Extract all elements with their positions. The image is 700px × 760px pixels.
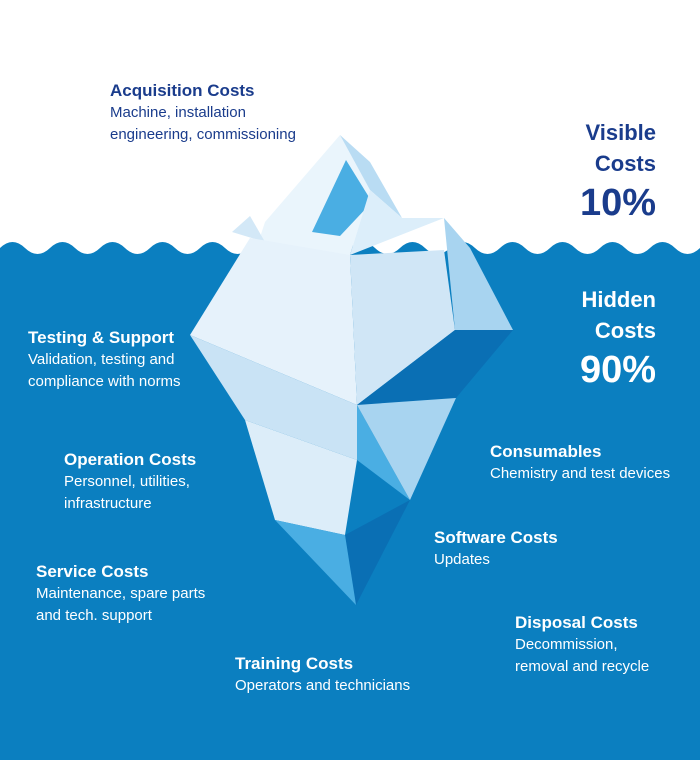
disposal-costs-desc-1: Decommission,	[515, 636, 618, 653]
visible-costs-percent: 10%	[579, 182, 656, 224]
software-costs-label: Software Costs Updates	[434, 527, 558, 571]
operation-costs-desc-2: infrastructure	[64, 495, 152, 512]
hidden-costs-line1: Hidden	[581, 287, 656, 312]
service-costs-title: Service Costs	[36, 562, 149, 581]
training-costs-label: Training Costs Operators and technicians	[235, 653, 410, 697]
acquisition-costs-desc-2: engineering, commissioning	[110, 126, 296, 143]
testing-support-title: Testing & Support	[28, 328, 175, 347]
iceberg-facet	[275, 520, 356, 605]
service-costs-desc-2: and tech. support	[36, 607, 152, 624]
iceberg-facet	[312, 160, 372, 236]
acquisition-costs-title: Acquisition Costs	[110, 81, 255, 100]
software-costs-desc-1: Updates	[434, 551, 490, 568]
iceberg-facet	[357, 398, 456, 500]
iceberg-facet	[190, 238, 357, 405]
iceberg-facet	[357, 330, 513, 405]
acquisition-costs-desc-1: Machine, installation	[110, 104, 246, 121]
testing-support-desc-1: Validation, testing and	[28, 351, 175, 368]
testing-support-desc-2: compliance with norms	[28, 373, 181, 390]
iceberg-facet	[350, 190, 444, 255]
consumables-title: Consumables	[490, 442, 602, 461]
disposal-costs-title: Disposal Costs	[515, 613, 638, 632]
operation-costs-label: Operation Costs Personnel, utilities, in…	[64, 449, 196, 515]
operation-costs-title: Operation Costs	[64, 450, 197, 469]
iceberg-facet	[350, 250, 455, 405]
service-costs-desc-1: Maintenance, spare parts	[36, 585, 206, 602]
iceberg-facet	[340, 135, 402, 218]
iceberg-facet	[345, 500, 410, 605]
training-costs-desc-1: Operators and technicians	[235, 677, 411, 694]
iceberg-facet	[190, 335, 357, 460]
training-costs-title: Training Costs	[235, 654, 354, 673]
hidden-costs-percent: 90%	[579, 349, 656, 391]
iceberg	[190, 135, 513, 605]
disposal-costs-label: Disposal Costs Decommission, removal and…	[515, 612, 649, 678]
disposal-costs-desc-2: removal and recycle	[515, 658, 650, 675]
consumables-desc-1: Chemistry and test devices	[490, 465, 671, 482]
hidden-costs-stat: Hidden Costs 90%	[580, 284, 656, 394]
iceberg-facet	[232, 216, 265, 242]
consumables-label: Consumables Chemistry and test devices	[490, 441, 670, 485]
hidden-costs-line2: Costs	[594, 318, 656, 343]
iceberg-facet	[444, 218, 513, 330]
acquisition-costs-label: Acquisition Costs Machine, installation …	[110, 80, 296, 146]
testing-support-label: Testing & Support Validation, testing an…	[28, 327, 181, 393]
software-costs-title: Software Costs	[434, 528, 558, 547]
visible-costs-stat: Visible Costs 10%	[580, 117, 656, 227]
visible-costs-line2: Costs	[594, 151, 656, 176]
visible-costs-line1: Visible	[585, 120, 656, 145]
iceberg-facet	[245, 420, 357, 535]
service-costs-label: Service Costs Maintenance, spare parts a…	[36, 561, 205, 627]
operation-costs-desc-1: Personnel, utilities,	[64, 473, 190, 490]
